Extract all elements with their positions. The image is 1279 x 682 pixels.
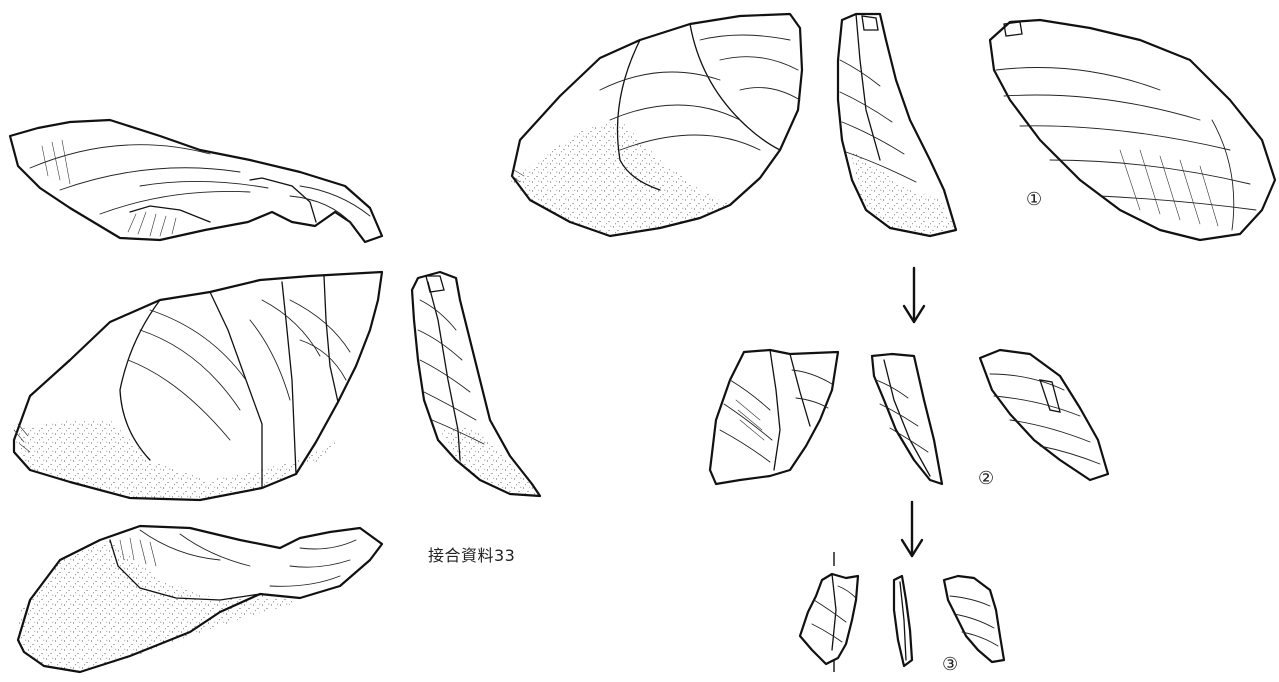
stage1-back-view: [988, 18, 1277, 242]
refit-front-view: [12, 270, 384, 502]
stage2-front-view: [708, 348, 840, 486]
refit-caption: 接合資料33: [428, 546, 516, 565]
refit-top-view: [8, 118, 384, 244]
stage-3-label: ③: [942, 654, 959, 675]
stage3-front-view: [798, 552, 860, 672]
stage-1-label: ①: [1026, 189, 1043, 210]
arrow-stage2-to-stage3: [900, 500, 924, 558]
refit-bottom-view: [16, 524, 384, 674]
arrow-stage1-to-stage2: [902, 266, 926, 324]
stage1-front-view: [510, 12, 804, 238]
stage2-side-view: [870, 352, 944, 486]
stage1-side-view: [836, 12, 958, 238]
stage3-back-view: [942, 574, 1006, 664]
stage3-side-view: [892, 574, 914, 668]
stage-2-label: ②: [978, 468, 995, 489]
refit-side-view: [410, 270, 542, 498]
stage2-back-view: [978, 348, 1110, 482]
